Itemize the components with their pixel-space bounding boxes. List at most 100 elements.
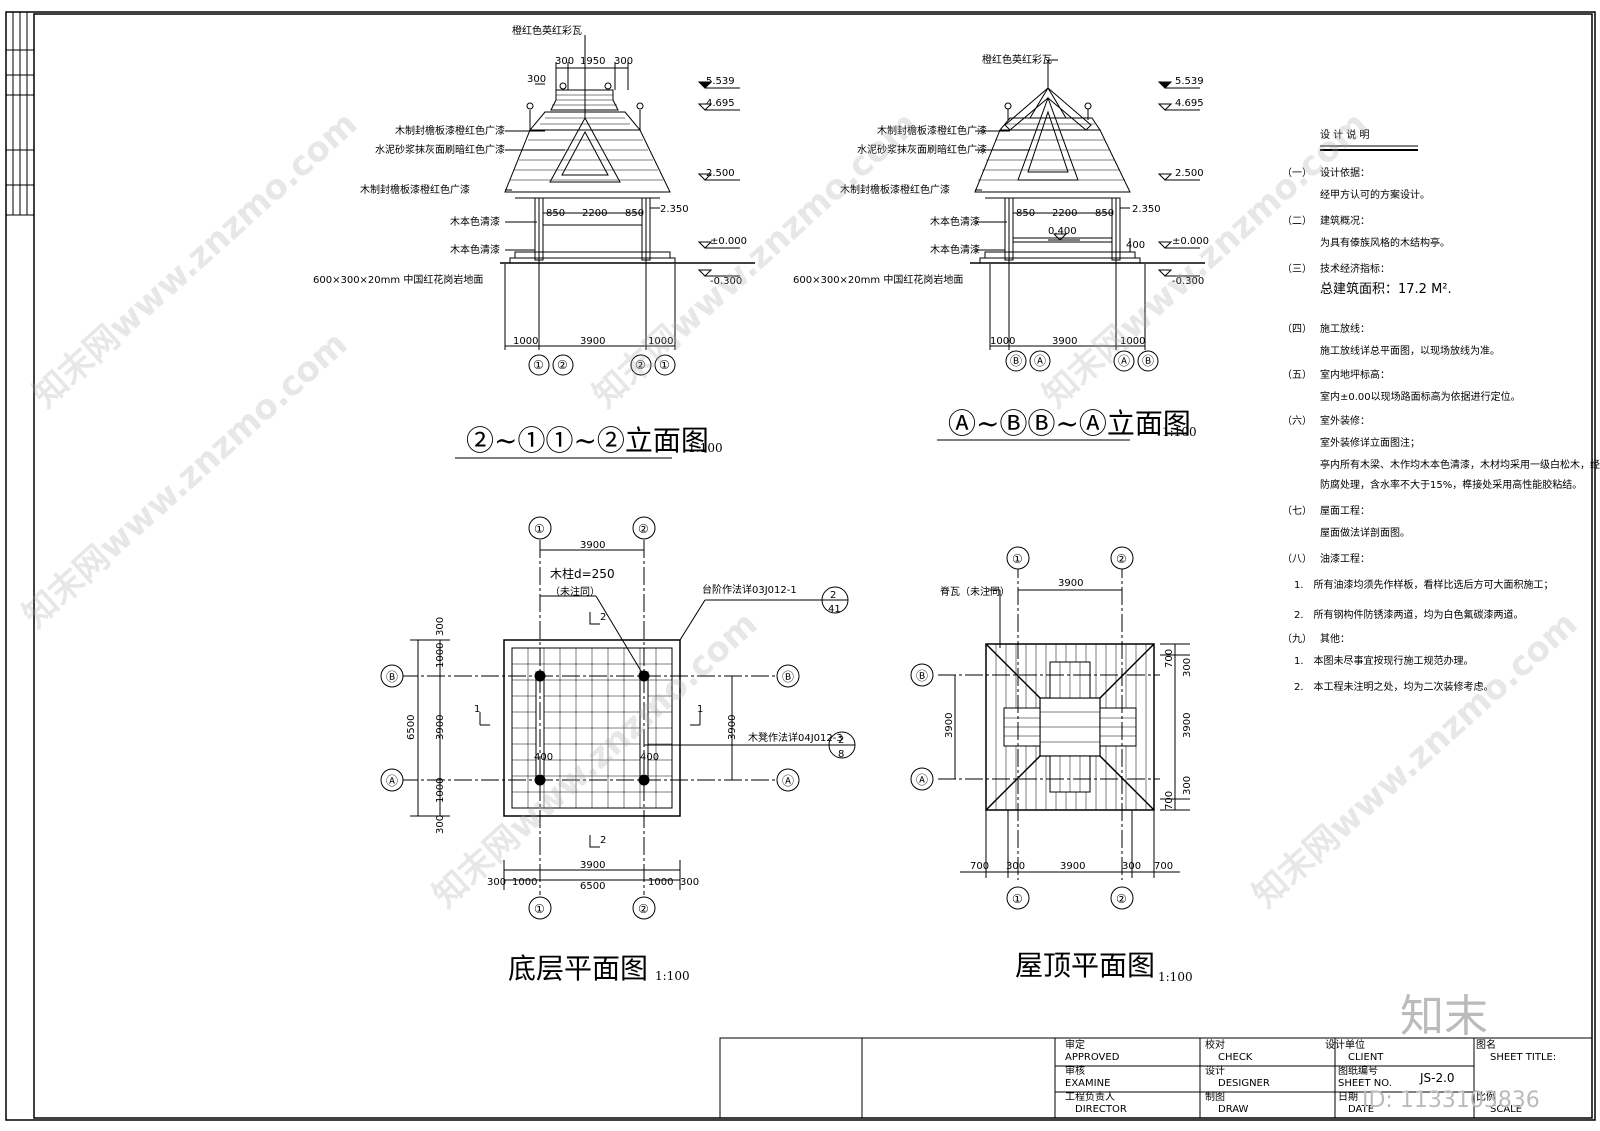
roof-plan (938, 560, 1190, 880)
tb-label: CLIENT (1348, 1052, 1384, 1063)
e2-label-floor: 600×300×20mm 中国红花岗岩地面 (793, 273, 963, 286)
gp-axis: ① (534, 522, 545, 536)
gp-axis: Ⓐ (386, 774, 398, 788)
e1-level: 2.350 (660, 204, 689, 215)
e1-axis: ② (635, 358, 646, 372)
gp-dim: 1000 (435, 778, 446, 803)
rp-dim: 300 (1006, 861, 1025, 872)
e1-dim: 850 (625, 208, 644, 219)
e1-dim: 3900 (580, 336, 605, 347)
e1-dim: 850 (546, 208, 565, 219)
tb-label: 审核 (1065, 1064, 1085, 1077)
tb-label: DRAW (1218, 1104, 1249, 1115)
e2-dim: 850 (1095, 208, 1114, 219)
rp-dim: 700 (1154, 861, 1173, 872)
gp-dim: 300 (435, 617, 446, 636)
e2-level: 400 (1126, 240, 1145, 251)
ground-plan (400, 540, 830, 895)
gp-axis: Ⓑ (386, 670, 398, 684)
note-line: 总建筑面积：17.2 M². (1320, 282, 1452, 297)
e2-level: 2.350 (1132, 204, 1161, 215)
gable-triangle (1017, 96, 1079, 181)
gp-dim: 300 (680, 877, 699, 888)
gp-dim: 3900 (727, 715, 738, 740)
rp-dim: 3900 (944, 713, 955, 738)
note-line: 2. 所有钢构件防锈漆两道，均为白色氟碳漆两道。 (1294, 610, 1524, 621)
e1-dim: 1950 (580, 56, 605, 67)
roof-lower-tier (504, 129, 671, 193)
gp-dim: 3900 (580, 540, 605, 551)
gp-dim: 300 (435, 815, 446, 834)
note-line: 施工放线详总平面图，以现场放线为准。 (1320, 346, 1500, 357)
note-num: （八） (1282, 554, 1312, 565)
step-note: 台阶作法详03J012-1 (702, 583, 797, 596)
gp-dim: 300 (487, 877, 506, 888)
e2-axis: Ⓑ (1010, 354, 1022, 368)
section-mark: 2 (600, 612, 606, 623)
rp-axis: ① (1012, 892, 1023, 906)
e1-level: 2.500 (706, 168, 735, 179)
tb-label: DIRECTOR (1075, 1104, 1127, 1115)
tb-label: 审定 (1065, 1038, 1085, 1051)
rp-axis: ② (1116, 552, 1127, 566)
roof-plan-axis-bubbles (910, 546, 1134, 910)
e1-label-plaster: 水泥砂浆抹灰面刷暗红色广漆 (375, 143, 505, 156)
rp-axis: ② (1116, 892, 1127, 906)
e2-level: 4.695 (1175, 98, 1204, 109)
ridge-note: 脊瓦（未注同） (940, 585, 1010, 598)
note-title: 技术经济指标： (1320, 264, 1390, 275)
e1-label-fascia: 木制封檐板漆橙红色广漆 (395, 124, 505, 137)
e1-level: 4.695 (706, 98, 735, 109)
e2-level: ±0.000 (1172, 236, 1209, 247)
note-title: 室外装修： (1320, 416, 1370, 427)
note-num: （一） (1282, 168, 1312, 179)
elevation-1-scale: 1:100 (688, 441, 723, 455)
tb-label: 制图 (1205, 1090, 1225, 1103)
section-mark: 2 (600, 835, 606, 846)
tb-label: 工程负责人 (1065, 1090, 1115, 1103)
tb-label: SHEET NO. (1338, 1078, 1392, 1089)
tb-label: DESIGNER (1218, 1078, 1270, 1089)
elevation-2 (937, 59, 1205, 441)
e1-label-varnish: 木本色清漆 (450, 215, 500, 228)
e2-dim: 850 (1016, 208, 1035, 219)
note-title: 设计依据： (1320, 168, 1370, 179)
e2-label-varnish2: 木本色清漆 (930, 243, 980, 256)
note-line: 为具有傣族风格的木结构亭。 (1320, 238, 1450, 249)
note-title: 建筑概况： (1320, 216, 1370, 227)
e2-label-tile: 橙红色英红彩瓦 (982, 53, 1052, 66)
tb-label: APPROVED (1065, 1052, 1120, 1063)
bench-note: 木凳作法详04J012-3 (748, 731, 843, 744)
note-line: 亭内所有木梁、木作均木本色清漆，木材均采用一级白松木，经 (1320, 460, 1600, 471)
gp-dim: 1000 (435, 643, 446, 668)
note-num: （二） (1282, 216, 1312, 227)
tb-label: DATE (1348, 1104, 1374, 1115)
roof-lower-tier (974, 129, 1131, 193)
title-block-text: 审定 APPROVED 校对 CHECK 设计单位 CLIENT 图名 SHEE… (1065, 1038, 1556, 1115)
note-num: （九） (1282, 634, 1312, 645)
note-title: 施工放线： (1320, 324, 1370, 335)
e1-axis: ② (557, 358, 568, 372)
e2-level: 2.500 (1175, 168, 1204, 179)
ground-plan-title: 底层平面图 (508, 952, 648, 985)
e2-dim: 1000 (990, 336, 1015, 347)
gp-dim: 6500 (406, 715, 417, 740)
e2-dim: 1000 (1120, 336, 1145, 347)
note-line: 经甲方认可的方案设计。 (1320, 190, 1430, 201)
e2-label-fascia: 木制封檐板漆橙红色广漆 (877, 124, 987, 137)
gp-dim: 1000 (648, 877, 673, 888)
tb-label: SHEET TITLE: (1490, 1052, 1556, 1063)
e1-dim: 300 (527, 74, 546, 85)
note-num: （七） (1282, 506, 1312, 517)
roof-plan-title: 屋顶平面图 (1015, 949, 1155, 982)
tb-label: 日期 (1338, 1091, 1358, 1103)
platform-outline (503, 639, 681, 817)
note-line: 防腐处理，含水率不大于15%，榫接处采用高性能胶粘结。 (1320, 480, 1583, 491)
elevation-1-axis-bubbles (528, 354, 676, 376)
note-title: 室内地坪标高： (1320, 370, 1390, 381)
note-title: 油漆工程： (1320, 554, 1370, 565)
section-mark: 1 (697, 704, 703, 715)
elevation-2-scale: 1:100 (1162, 425, 1197, 439)
rp-axis: ① (1012, 552, 1023, 566)
